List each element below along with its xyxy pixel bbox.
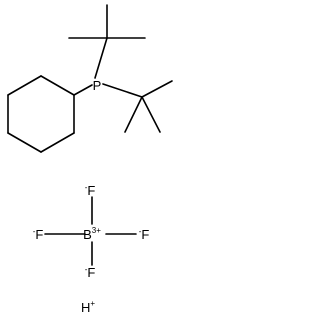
phosphorus-to-tbutyl-top-bond bbox=[94, 37, 108, 79]
tert-butyl-right bbox=[124, 80, 173, 133]
fluorine-left-label: -F bbox=[33, 227, 44, 242]
fluorine-top-charge: - bbox=[85, 183, 88, 192]
fluorine-left-charge: - bbox=[33, 227, 36, 236]
ring-to-phosphorus-bond bbox=[73, 84, 93, 96]
fluorine-right-label: -F bbox=[139, 227, 150, 242]
chemical-structure-diagram: P B3+ -F -F -F -F H+ bbox=[7, 4, 173, 315]
fluorine-bottom-symbol: F bbox=[87, 265, 95, 280]
phosphorus-to-tbutyl-right-bond bbox=[102, 83, 143, 98]
boron-label: B3+ bbox=[83, 226, 101, 242]
tert-butyl-top bbox=[68, 4, 146, 39]
ring-bond bbox=[40, 75, 75, 96]
methyl-bond bbox=[141, 80, 173, 98]
fluorine-top-symbol: F bbox=[87, 183, 95, 198]
boron-charge: 3+ bbox=[92, 226, 101, 235]
ring-bond bbox=[7, 75, 42, 96]
cyclohexyl-ring bbox=[7, 75, 75, 153]
fluorine-right-charge: - bbox=[139, 227, 142, 236]
ring-bond bbox=[7, 132, 42, 153]
methyl-bond bbox=[124, 96, 143, 133]
hydrogen-ion-label: H+ bbox=[81, 299, 95, 315]
fluorine-right-symbol: F bbox=[141, 227, 149, 242]
ring-bond bbox=[40, 132, 75, 153]
tetrafluoroborate-bonds bbox=[44, 196, 137, 266]
hydrogen-symbol: H bbox=[81, 300, 90, 315]
boron-symbol: B bbox=[83, 227, 92, 242]
fluorine-bottom-charge: - bbox=[85, 265, 88, 274]
fluorine-top-label: -F bbox=[85, 183, 96, 198]
fluorine-left-symbol: F bbox=[35, 227, 43, 242]
fluorine-bottom-label: -F bbox=[85, 265, 96, 280]
hydrogen-charge: + bbox=[90, 299, 95, 308]
methyl-bond bbox=[141, 96, 161, 133]
phosphorus-label: P bbox=[93, 78, 102, 93]
